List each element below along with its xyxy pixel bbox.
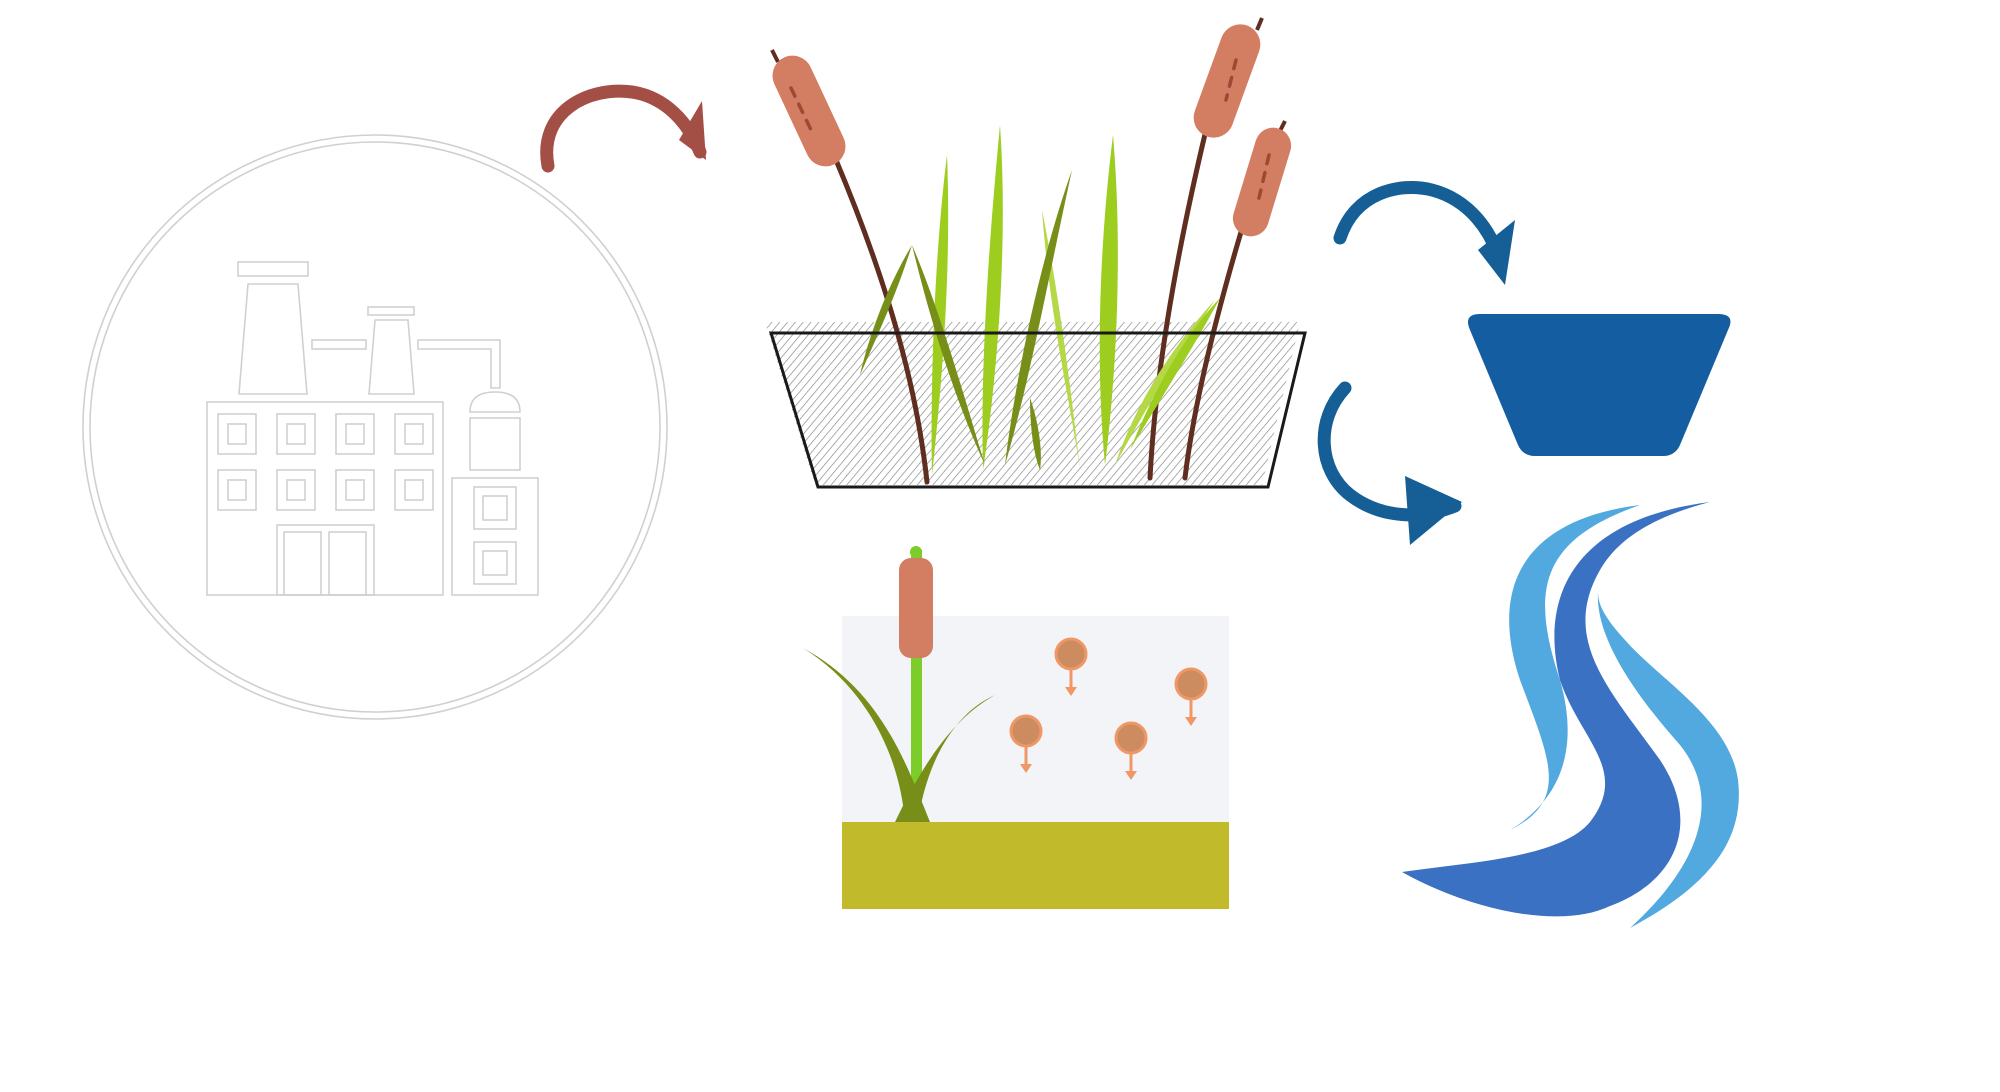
wetland-frame <box>768 331 1307 489</box>
pipe <box>311 339 367 350</box>
annex-windows <box>473 486 517 585</box>
outflow-arrow-to-basin-icon <box>1333 181 1515 285</box>
settling-particle <box>1174 667 1208 726</box>
factory-icon <box>82 134 668 720</box>
factory-circle-outer <box>82 134 668 720</box>
outflow-arrow-to-river-icon <box>1317 381 1462 545</box>
annex-building <box>451 477 539 596</box>
building-door <box>276 524 375 596</box>
cattail-wetland-icon <box>765 17 1307 489</box>
pipe <box>417 339 501 389</box>
wetland-leaves <box>860 125 1220 475</box>
main-building <box>206 401 444 596</box>
soil-layer <box>842 822 1229 909</box>
settling-particle <box>1054 637 1088 696</box>
settling-particles-icon <box>803 546 1229 909</box>
tank-dome <box>469 391 521 413</box>
plant-leaf <box>803 648 930 822</box>
river-bank-left <box>1509 505 1640 830</box>
river-bank-right <box>1597 592 1739 928</box>
chimney <box>238 283 308 395</box>
settling-particle <box>1114 721 1148 780</box>
cattail-head <box>772 55 846 167</box>
cattail-stem <box>833 157 930 485</box>
cattail-stem <box>1182 229 1244 481</box>
cattail-stem <box>1147 127 1209 481</box>
building-windows <box>217 413 434 511</box>
cattail-head <box>1193 24 1261 138</box>
tank <box>469 417 521 471</box>
basin-icon <box>1467 314 1731 456</box>
factory-circle-inner <box>89 141 661 713</box>
plant-cattail-head <box>899 558 933 658</box>
chimney <box>368 319 415 395</box>
plant-leaf <box>895 695 995 822</box>
chimney-cap <box>237 261 309 277</box>
inflow-arrow-icon <box>540 84 707 173</box>
river-icon <box>1402 502 1739 928</box>
settling-particle <box>1009 714 1043 773</box>
chimney-cap <box>367 306 415 316</box>
plant-stem <box>911 550 922 822</box>
river-main <box>1402 502 1710 917</box>
